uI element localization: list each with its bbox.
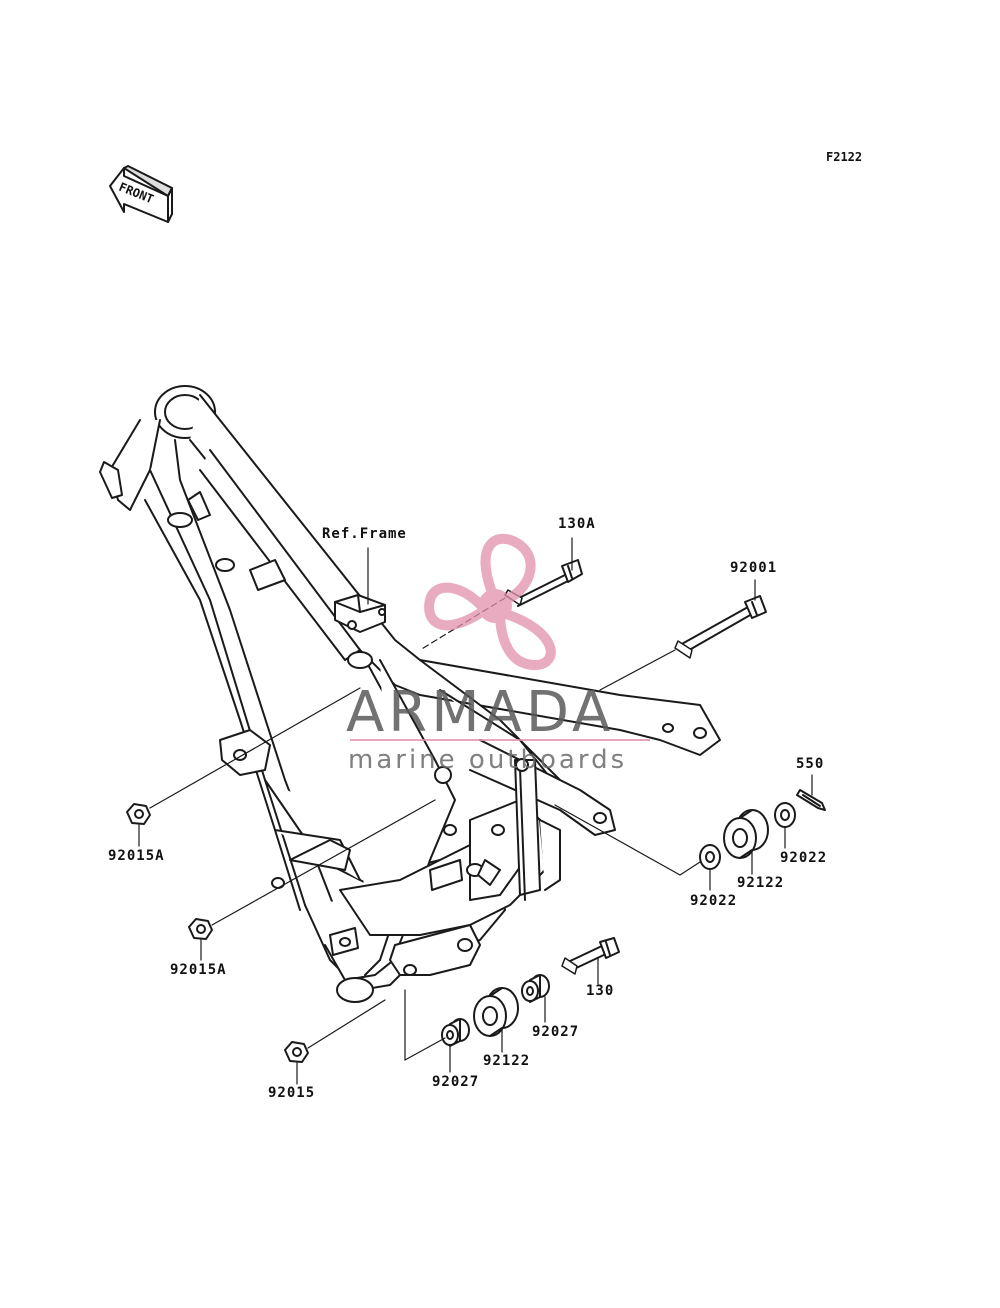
- ref-frame-bracket: [334, 594, 386, 633]
- nut-92015-icon: [284, 1041, 309, 1063]
- callout-92122-lower: 92122: [483, 1053, 531, 1069]
- watermark-subtitle: marine outboards: [348, 745, 628, 775]
- bushing-92122-upper-icon: [723, 809, 769, 859]
- collar-92027-right-icon: [521, 974, 550, 1003]
- callout-92122-upper: 92122: [737, 875, 785, 891]
- nut-92015a-lower-icon: [188, 918, 213, 940]
- cotter-pin-550-icon: [796, 789, 826, 811]
- bushing-92122-lower-icon: [473, 987, 519, 1037]
- washer-92022-right-icon: [774, 802, 796, 828]
- watermark-propeller-icon: [424, 533, 556, 671]
- nut-92015a-upper-icon: [126, 803, 151, 825]
- ref-frame-label: Ref.Frame: [322, 526, 407, 542]
- collar-92027-lower-icon: [441, 1018, 470, 1047]
- callout-92015: 92015: [268, 1085, 316, 1101]
- watermark-title: ARMADA: [346, 680, 615, 745]
- callout-92027-lower: 92027: [432, 1074, 480, 1090]
- callout-130a: 130A: [558, 516, 596, 532]
- callout-92015a-upper: 92015A: [108, 848, 165, 864]
- callout-92022-right: 92022: [780, 850, 828, 866]
- callout-92001: 92001: [730, 560, 778, 576]
- diagram-code: F2122: [826, 150, 863, 164]
- leader-lines: [138, 537, 813, 1085]
- callout-92027-right: 92027: [532, 1024, 580, 1040]
- bolt-92001-icon: [674, 595, 767, 659]
- watermark-divider: [350, 739, 650, 741]
- washer-92022-lower-icon: [699, 844, 721, 870]
- bolt-130-icon: [561, 937, 620, 975]
- callout-92015a-lower: 92015A: [170, 962, 227, 978]
- callout-130: 130: [586, 983, 615, 999]
- callout-550: 550: [796, 756, 825, 772]
- front-arrow-icon: [109, 165, 173, 223]
- callout-92022-lower: 92022: [690, 893, 738, 909]
